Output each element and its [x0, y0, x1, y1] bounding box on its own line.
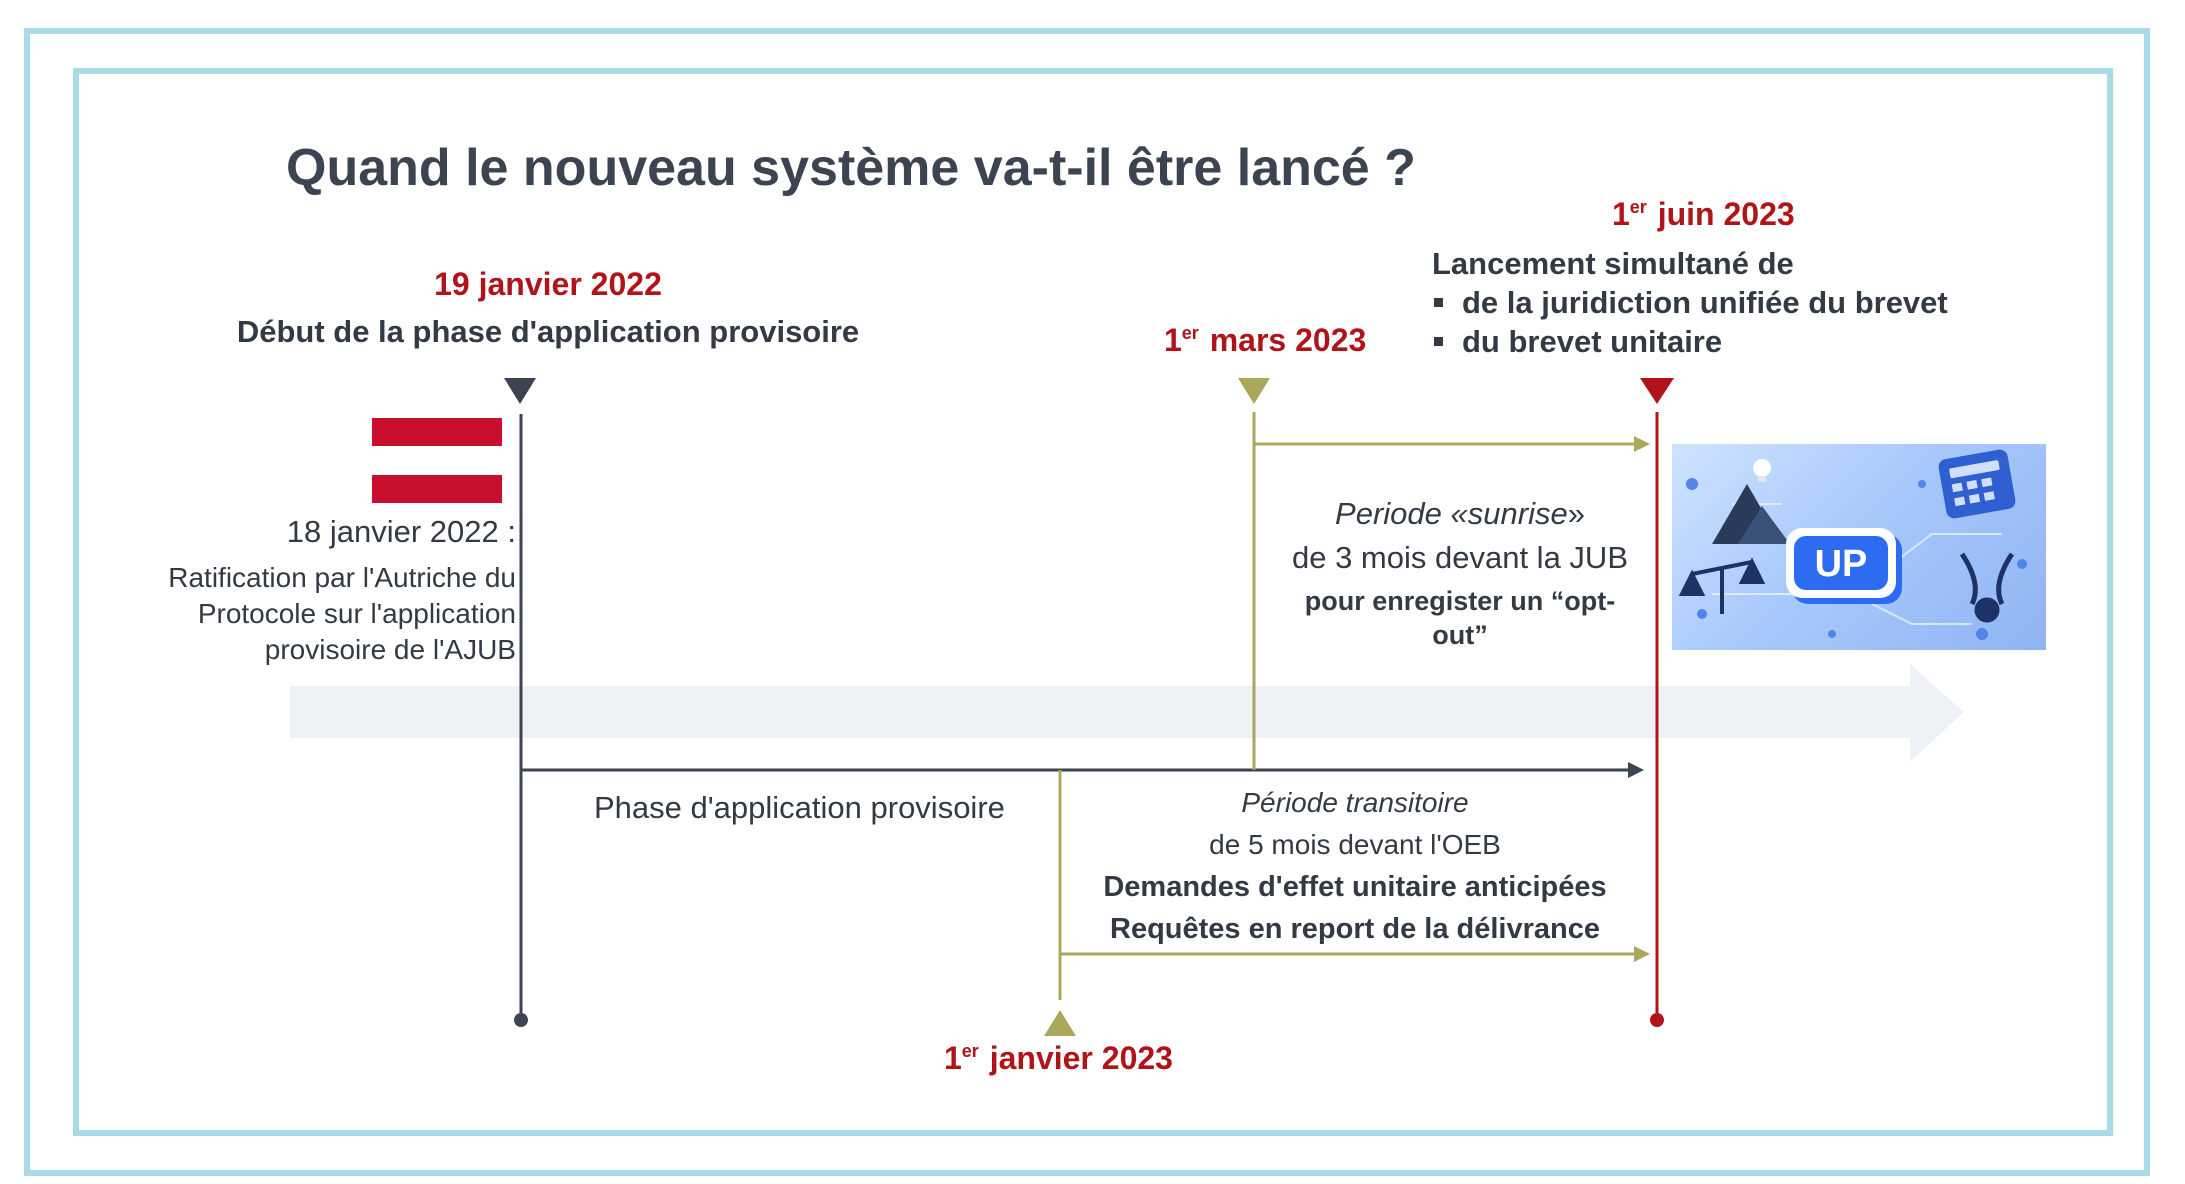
launch-block: Lancement simultané de de la juridiction… [1432, 244, 1948, 361]
sunrise-purpose-1: pour enregister un “opt- [1304, 586, 1616, 616]
end-dot-jun2023 [1650, 1013, 1664, 1027]
launch-list: de la juridiction unifiée du brevet du b… [1432, 283, 1948, 361]
austria-ratification: Ratification par l'Autriche du Protocole… [120, 560, 516, 668]
transition-block: Période transitoire de 5 mois devant l'O… [1060, 782, 1650, 950]
label-jan2022: Début de la phase d'application provisoi… [236, 314, 860, 349]
date-jun2023-num: 1 [1612, 196, 1630, 232]
date-mar2023-sup: er [1181, 323, 1199, 343]
sunrise-purpose-2: out” [1432, 620, 1488, 650]
marker-triangle-jan2022 [504, 378, 536, 404]
provisional-phase-arrowhead [1628, 762, 1644, 778]
austria-date: 18 janvier 2022 : [286, 514, 516, 549]
sunrise-arrowhead [1634, 436, 1650, 452]
marker-triangle-jun2023 [1640, 378, 1674, 404]
scales-icon [1678, 557, 1766, 614]
sunrise-title-word: sunrise [1467, 496, 1568, 531]
page-title: Quand le nouveau système va-t-il être la… [286, 139, 1416, 197]
date-jun2023: 1er juin 2023 [1612, 196, 1795, 233]
mountain-icon [1712, 484, 1790, 544]
sunrise-title: Periode «sunrise» [1270, 492, 1650, 536]
date-jun2023-rest: juin 2023 [1657, 196, 1795, 232]
launch-item-jub: de la juridiction unifiée du brevet [1432, 283, 1948, 322]
flag-stripe-middle [372, 446, 502, 475]
transition-title: Période transitoire [1241, 787, 1469, 818]
up-badge: UP [1786, 528, 1902, 604]
sunrise-duration: de 3 mois devant la JUB [1291, 540, 1628, 575]
austria-line-2: Protocole sur l'application [197, 598, 516, 629]
marker-triangle-mar2023 [1238, 378, 1270, 404]
flag-stripe-bottom [372, 474, 502, 503]
date-jan2023-num: 1 [944, 1040, 962, 1076]
date-mar2023-num: 1 [1164, 322, 1182, 358]
outer-frame [24, 28, 2150, 1176]
up-badge-text: UP [1815, 543, 1868, 585]
date-mar2023: 1er mars 2023 [1164, 322, 1366, 359]
stethoscope-icon [1959, 552, 2015, 623]
austria-line-1: Ratification par l'Autriche du [168, 562, 516, 593]
date-jan2022: 19 janvier 2022 [434, 266, 662, 302]
sunrise-block: Periode «sunrise» de 3 mois devant la JU… [1270, 492, 1650, 652]
flag-stripe-top [372, 418, 502, 447]
calculator-icon [1938, 449, 2016, 519]
transition-item-2: Requêtes en report de la délivrance [1110, 913, 1600, 945]
date-jan2023-rest: janvier 2023 [989, 1040, 1173, 1076]
sunrise-title-end: » [1567, 496, 1585, 531]
transition-item-1: Demandes d'effet unitaire anticipées [1103, 871, 1607, 903]
date-jan2023: 1er janvier 2023 [944, 1040, 1173, 1077]
illustration-svg: UP [1678, 449, 2027, 640]
transition-arrowhead [1634, 946, 1650, 962]
transition-duration: de 5 mois devant l'OEB [1209, 829, 1501, 860]
sunrise-title-prefix: Periode « [1335, 496, 1468, 531]
date-jun2023-sup: er [1629, 197, 1647, 217]
marker-triangle-jan2023 [1044, 1010, 1076, 1036]
background-arrow-band [290, 664, 1964, 762]
date-jan2023-sup: er [961, 1041, 979, 1061]
date-mar2023-rest: mars 2023 [1209, 322, 1367, 358]
launch-item-brevet: du brevet unitaire [1432, 322, 1948, 361]
unitary-patent-illustration: UP [1672, 444, 2046, 650]
end-dot-jan2022 [514, 1013, 528, 1027]
austria-line-3: provisoire de l'AJUB [264, 634, 516, 665]
austria-flag [372, 418, 502, 503]
provisional-phase-label: Phase d'application provisoire [594, 790, 1005, 825]
lightbulb-icon [1753, 459, 1771, 482]
launch-heading: Lancement simultané de [1432, 246, 1794, 281]
